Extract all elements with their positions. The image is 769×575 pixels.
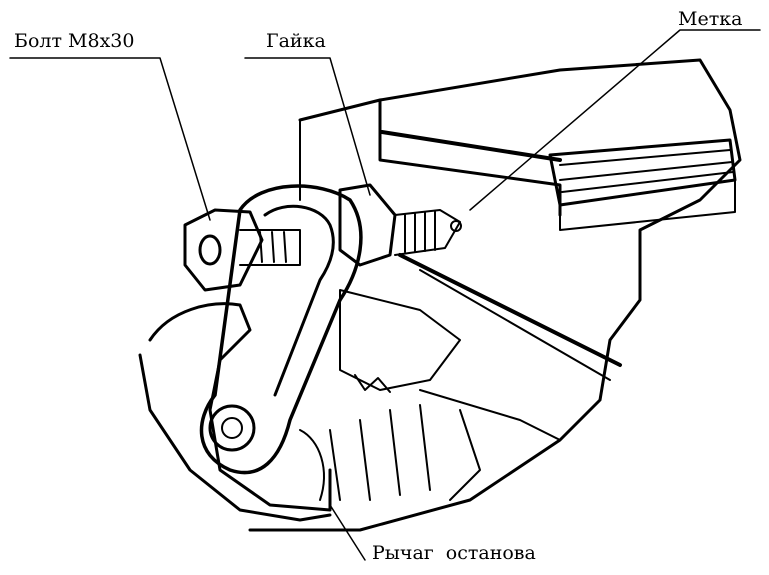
bolt-head <box>183 208 301 292</box>
leader-lines <box>9 29 761 561</box>
engine-housing <box>248 58 742 532</box>
nut-label: Гайка <box>266 30 326 52</box>
stop-lever-label: Рычаг останова <box>372 542 536 564</box>
bolt-label: Болт М8х30 <box>14 30 135 52</box>
stop-lever-body <box>138 184 363 522</box>
mark-label: Метка <box>678 8 743 30</box>
nut-and-shaft <box>338 183 462 267</box>
